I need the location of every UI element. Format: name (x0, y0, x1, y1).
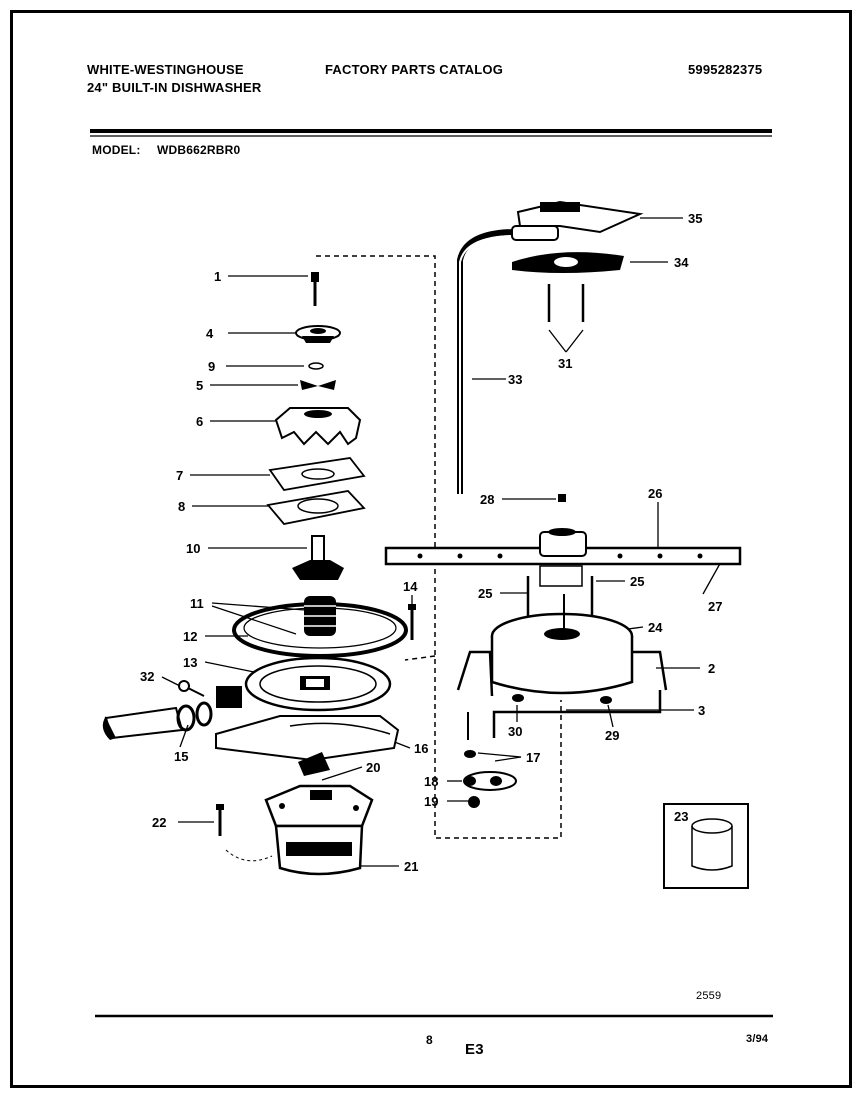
page-border (10, 10, 852, 1088)
screws-part-31 (547, 284, 585, 322)
revision-date: 3/94 (746, 1033, 769, 1045)
callout-4: 4 (206, 326, 214, 341)
callout-8: 8 (178, 499, 185, 514)
page-number: 8 (426, 1033, 433, 1047)
o-ring-part-9 (308, 362, 324, 370)
callout-3: 3 (698, 703, 705, 718)
model-value: WDB662RBR0 (157, 143, 241, 157)
brand-text: WHITE-WESTINGHOUSE (87, 62, 244, 77)
grommets-part-30-29 (512, 694, 612, 704)
section-code: E3 (465, 1041, 484, 1058)
header-rules (90, 129, 773, 1018)
housing-part-16 (215, 715, 400, 776)
callout-19: 19 (424, 794, 438, 809)
callout-23: 23 (674, 809, 688, 824)
cap-part-4 (295, 325, 341, 343)
seal-ring-part-11-12 (232, 596, 408, 658)
callout-5: 5 (196, 378, 203, 393)
feed-tube-part-33 (457, 225, 559, 494)
clip-part-28 (558, 494, 566, 502)
leader-lines (161, 217, 723, 867)
washers-part-17-18-19 (463, 712, 517, 808)
screw-part-14 (408, 604, 416, 640)
callout-16: 16 (414, 741, 428, 756)
callout-10: 10 (186, 541, 200, 556)
chopper-blade-part-5 (300, 380, 336, 390)
pump-housing-part-24 (490, 594, 634, 695)
pump-cover-part-6 (274, 407, 362, 446)
callout-30: 30 (508, 724, 522, 739)
inset-box-part-23 (663, 803, 749, 889)
wire-part-3 (492, 690, 662, 738)
callout-34: 34 (674, 255, 689, 270)
callout-31: 31 (558, 356, 572, 371)
catalog-title: FACTORY PARTS CATALOG (325, 62, 504, 77)
screw-part-22 (216, 804, 273, 862)
drawing-number: 2559 (696, 990, 722, 1002)
callout-1: 1 (214, 269, 221, 284)
part-number: 5995282375 (688, 62, 763, 77)
callout-32: 32 (140, 669, 154, 684)
callout-24: 24 (648, 620, 663, 635)
plate-part-8 (266, 490, 366, 525)
lower-spray-arm-part-26-27 (384, 528, 742, 566)
callout-11: 11 (190, 596, 204, 611)
motor-mount-part-20 (264, 784, 374, 828)
model-label: MODEL: (92, 143, 141, 157)
callout-35: 35 (688, 211, 702, 226)
callout-6: 6 (196, 414, 203, 429)
assembly-dashed-lines (316, 255, 562, 839)
callout-20: 20 (366, 760, 380, 775)
callout-21: 21 (404, 859, 418, 874)
callout-27: 27 (708, 599, 722, 614)
callout-2: 2 (708, 661, 715, 676)
callout-15: 15 (174, 749, 188, 764)
hose-clamp-part-32 (178, 680, 205, 697)
impeller-part-10 (292, 535, 344, 580)
callout-13: 13 (183, 655, 197, 670)
callout-9: 9 (208, 359, 215, 374)
screws-part-25 (526, 565, 594, 616)
callout-labels: 1 4 9 5 6 7 8 10 11 12 13 32 15 14 16 20… (140, 211, 722, 874)
callout-22: 22 (152, 815, 166, 830)
callout-28: 28 (480, 492, 494, 507)
product-text: 24" BUILT-IN DISHWASHER (87, 80, 262, 95)
callout-17: 17 (526, 750, 540, 765)
callout-29: 29 (605, 728, 619, 743)
callout-7: 7 (176, 468, 183, 483)
motor-part-21 (274, 824, 364, 876)
spray-arm-part-34 (512, 252, 624, 273)
gasket-part-7 (268, 457, 366, 491)
screw-part-1 (311, 272, 319, 306)
callout-33: 33 (508, 372, 522, 387)
pump-base-part-13 (244, 656, 392, 712)
callout-25-left: 25 (478, 586, 492, 601)
callout-26: 26 (648, 486, 662, 501)
inlet-pipe-part-15 (102, 686, 242, 740)
callout-12: 12 (183, 629, 197, 644)
callout-25-right: 25 (630, 574, 644, 589)
callout-18: 18 (424, 774, 438, 789)
bracket-part-2 (456, 650, 668, 697)
callout-14: 14 (403, 579, 418, 594)
